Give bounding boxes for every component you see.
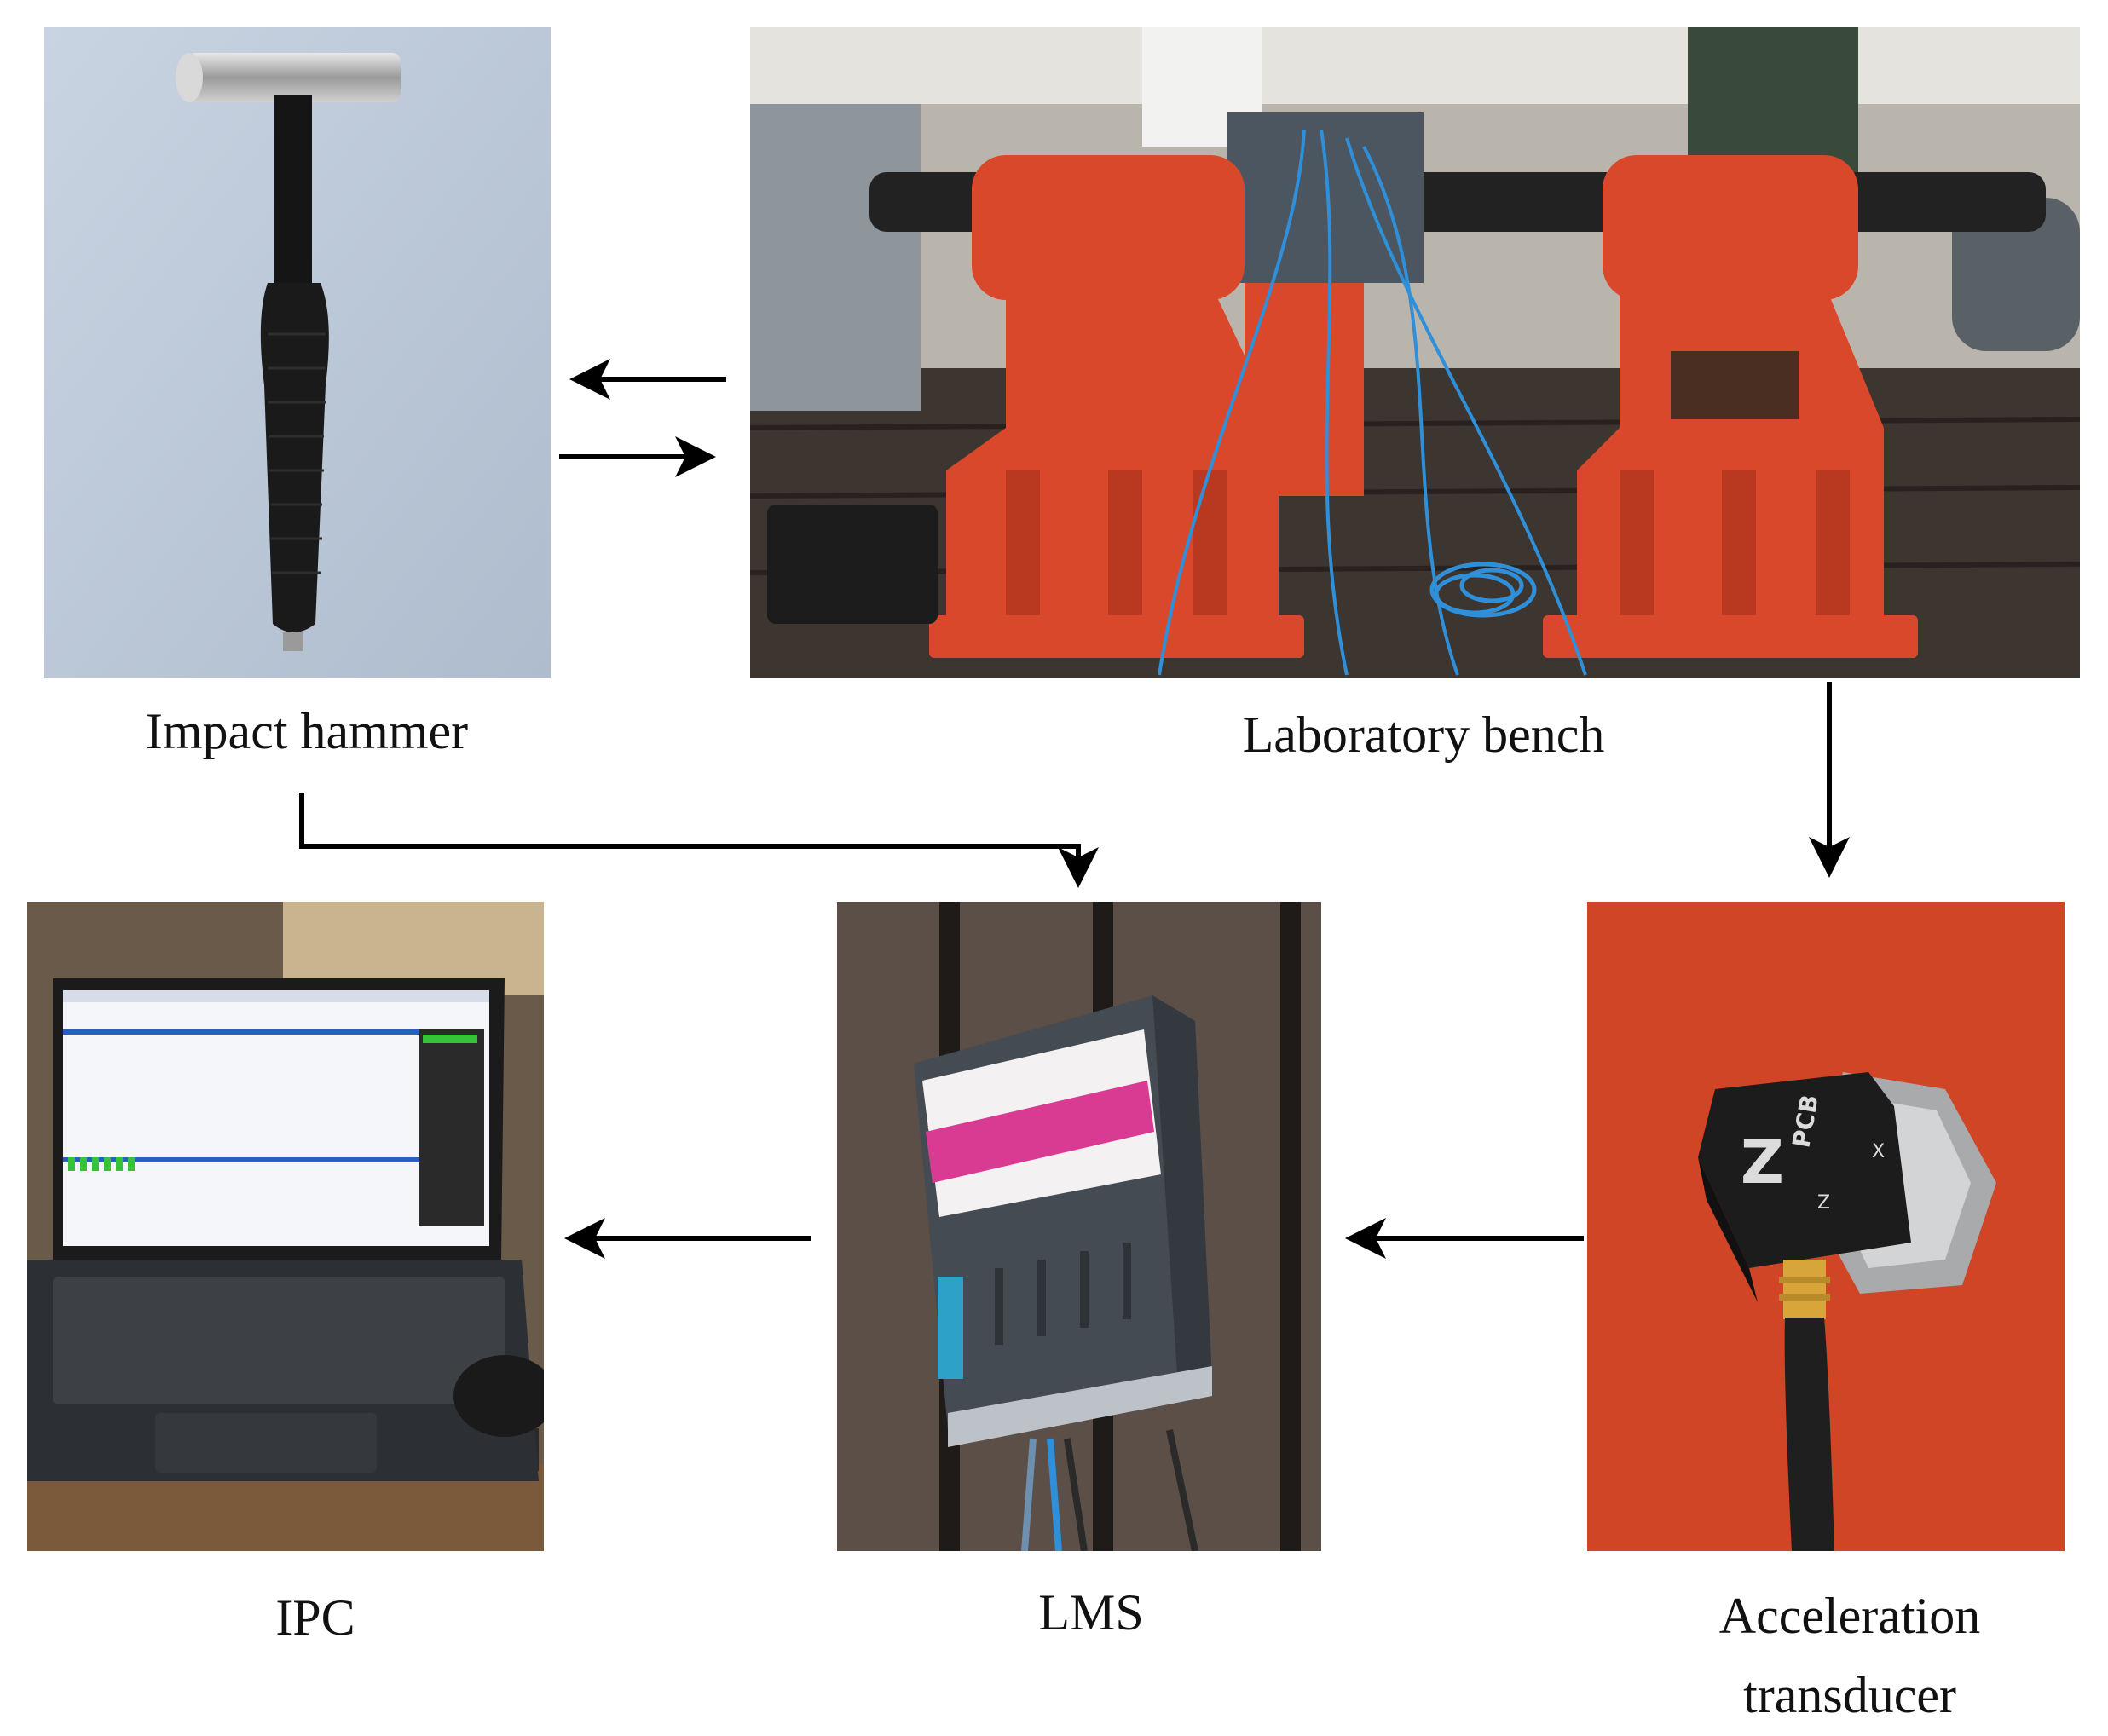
impact-hammer-label-text: Impact hammer [145,703,469,759]
sensor-z-letter: Z [1741,1128,1784,1197]
lms-photo [837,902,1321,1551]
acceleration-transducer-label: Acceleration transducer [1620,1577,2080,1735]
laboratory-bench-label: Laboratory bench [1151,704,1696,765]
impact-hammer-label: Impact hammer [85,701,528,762]
sensor-axis-z: Z [1817,1192,1830,1214]
ipc-label-text: IPC [275,1589,355,1646]
acceleration-transducer-label-line1: Acceleration [1718,1588,1981,1644]
ipc-photo [27,902,544,1551]
laboratory-bench-photo [750,27,2080,678]
sensor-axis-x: X [1872,1141,1885,1162]
impact-hammer-photo [44,27,551,678]
laboratory-bench-label-text: Laboratory bench [1242,707,1605,763]
lms-label: LMS [980,1582,1202,1643]
acceleration-transducer-label-line2: transducer [1743,1667,1956,1723]
lms-label-text: LMS [1038,1584,1144,1641]
acceleration-transducer-photo: Z PCB X Z [1587,902,2065,1551]
arrow-hammer-to-lms [299,793,1099,888]
ipc-label: IPC [205,1587,426,1648]
